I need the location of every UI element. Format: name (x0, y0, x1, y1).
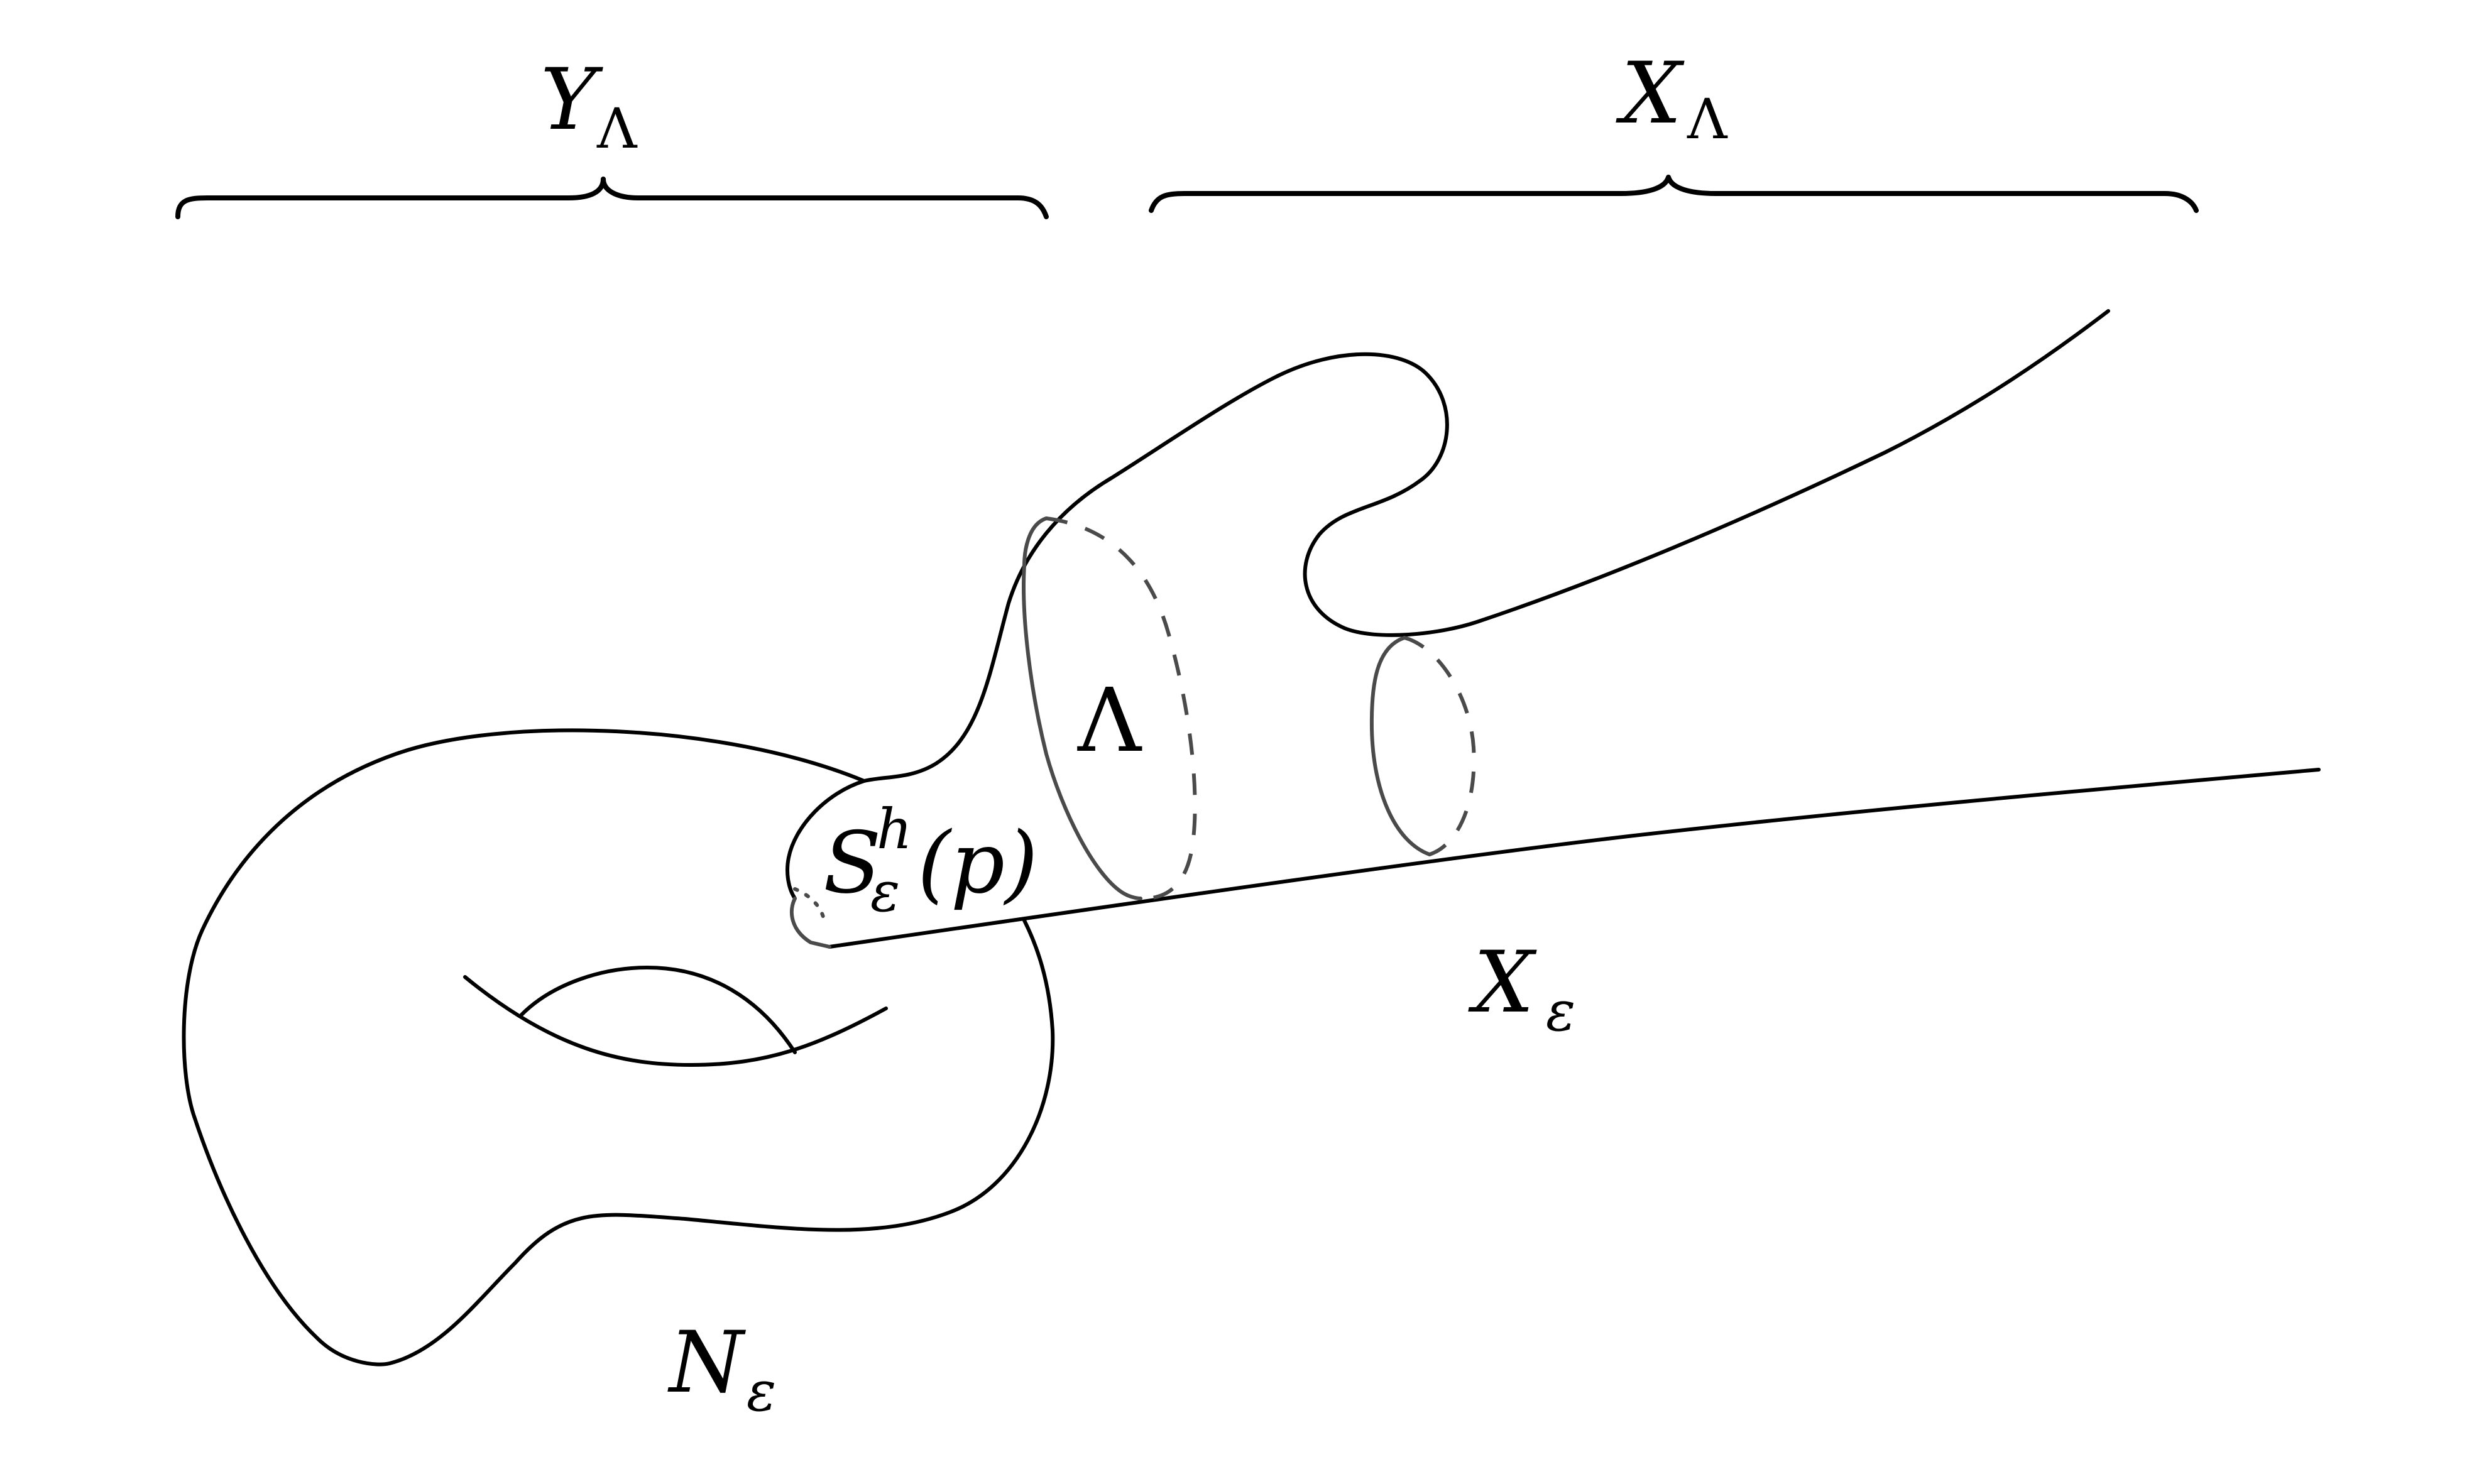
sphere-hidden-arc (793, 887, 826, 925)
sphere-superscript: h (877, 797, 912, 861)
sphere-label: S h ε (p) (823, 797, 1038, 924)
x-lambda-subscript: Λ (1687, 87, 1728, 151)
sphere-front-arc (789, 897, 831, 949)
neck-left-circle (785, 779, 866, 900)
x-eps-label: X ε (1468, 933, 1575, 1044)
n-eps-base: N (667, 1313, 747, 1412)
x-lambda-base: X (1616, 44, 1685, 143)
tube-bottom-line (828, 768, 2321, 949)
y-lambda-subscript: Λ (596, 96, 638, 161)
y-lambda-label: Y Λ (540, 50, 638, 161)
x-eps-base: X (1468, 933, 1537, 1032)
sphere-base: S (823, 814, 881, 912)
torus-hole-upper (520, 966, 797, 1054)
sphere-subscript: ε (870, 859, 900, 924)
sphere-argument: (p) (917, 814, 1038, 912)
torus-outer-boundary (182, 728, 1055, 1367)
x-lambda-brace (1149, 175, 2199, 213)
neck-top-curve (862, 309, 2110, 783)
n-eps-subscript: ε (747, 1359, 776, 1424)
x-eps-subscript: ε (1546, 979, 1575, 1044)
lambda-cross-section-front (1022, 516, 1142, 900)
x-lambda-label: X Λ (1616, 44, 1728, 151)
n-eps-label: N ε (667, 1313, 776, 1424)
x-eps-cross-section-back (1404, 636, 1476, 856)
torus-hole-lower (463, 975, 888, 1067)
x-eps-cross-section-front (1369, 636, 1431, 856)
y-lambda-brace (175, 177, 1049, 219)
lambda-label: Λ (1077, 670, 1142, 772)
lambda-cross-section-back (1046, 516, 1197, 901)
y-lambda-base: Y (540, 50, 603, 149)
